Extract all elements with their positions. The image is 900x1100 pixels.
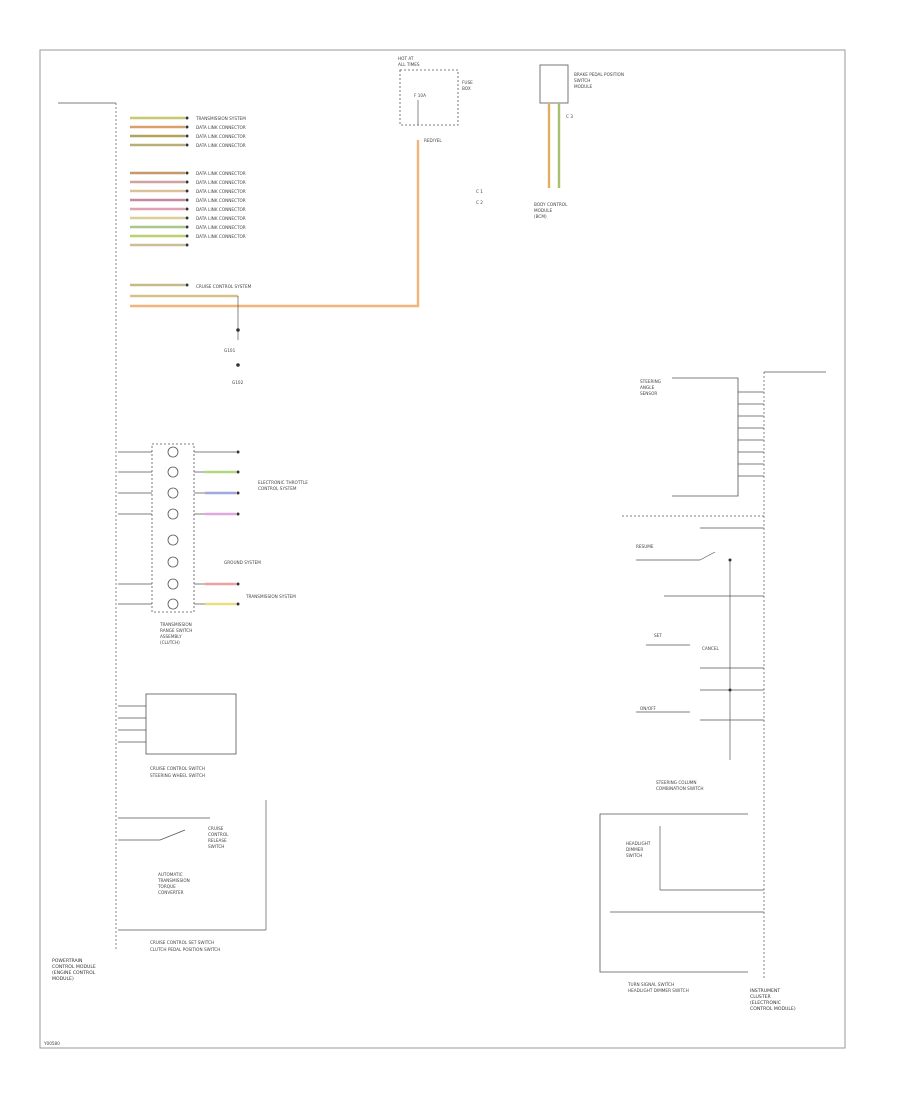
ts-label-1: TURN SIGNAL SWITCH [627, 982, 674, 987]
cr-label-2: CLUTCH PEDAL POSITION SWITCH [150, 947, 220, 952]
left-pin-wires [130, 116, 189, 247]
cruise-release: CRUISE CONTROL RELEASE SWITCH AUTOMATIC … [118, 800, 267, 952]
ts-label-2: HEADLIGHT DIMMER SWITCH [628, 988, 689, 993]
middle-switch: ELECTRONIC THROTTLE CONTROL SYSTEM GROUN… [118, 443, 308, 645]
fuse-title-1: HOT AT [398, 56, 414, 61]
combo-switch: RESUME SET CANCEL ON/OFF STEERING COLUMN… [622, 515, 764, 791]
fuse-side-2: BOX [462, 86, 471, 91]
ms-right-2: CONTROL SYSTEM [258, 486, 297, 491]
ms-title-1: TRANSMISSION [159, 622, 192, 627]
fuse-box: HOT AT ALL TIMES FUSE BOX F 10A RED/YEL … [398, 56, 483, 205]
ground-bottom: G102 [232, 380, 244, 385]
ms-title-2: RANGE SWITCH [160, 628, 192, 633]
sas-label-2: ANGLE [640, 385, 655, 390]
combo-item-4: ON/OFF [640, 706, 657, 711]
pin-label-9: DATA LINK CONNECTOR [196, 207, 246, 212]
right-module-label-2: CLUSTER [750, 994, 772, 1000]
ms-title-4: (CLUTCH) [160, 640, 180, 645]
fuse-label: F 10A [414, 93, 426, 98]
cr-label-1: CRUISE CONTROL SET SWITCH [150, 940, 214, 945]
ms-right-4: TRANSMISSION SYSTEM [245, 594, 296, 599]
pin-label-5: DATA LINK CONNECTOR [196, 171, 246, 176]
right-module-label-3: (ELECTRONIC [750, 1000, 781, 1006]
trm-bottom-1: BODY CONTROL [534, 202, 568, 207]
ground-label: G101 [224, 348, 236, 353]
pin-label-3: DATA LINK CONNECTOR [196, 134, 246, 139]
pin-label-8: DATA LINK CONNECTOR [196, 198, 246, 203]
cr-inner2-2: TRANSMISSION [157, 878, 190, 883]
left-module-label-1: POWERTRAIN [52, 958, 82, 964]
ms-title-3: ASSEMBLY [160, 634, 182, 639]
ms-right-3: GROUND SYSTEM [224, 560, 261, 565]
trm-title-1: BRAKE PEDAL POSITION [574, 72, 624, 77]
ts-inner-3: SWITCH [626, 853, 642, 858]
left-module-label-2: CONTROL MODULE [52, 964, 96, 970]
fuse-wire-note: RED/YEL [424, 138, 442, 143]
trm-bottom-3: (BCM) [534, 214, 547, 219]
cr-inner-3: RELEASE [208, 838, 227, 843]
left-module-label-3: (ENGINE CONTROL [52, 970, 96, 976]
trm-title-3: MODULE [574, 84, 593, 89]
cr-inner2-4: CONVERTER [158, 890, 184, 895]
cr-inner2-1: AUTOMATIC [158, 872, 183, 877]
cruise-switch: CRUISE CONTROL SWITCH STEERING WHEEL SWI… [118, 693, 237, 778]
fuse-side-1: FUSE [462, 80, 473, 85]
turn-switch: HEADLIGHT DIMMER SWITCH TURN SIGNAL SWIT… [599, 813, 764, 993]
cr-inner2-3: TORQUE [157, 884, 176, 889]
left-module: POWERTRAIN CONTROL MODULE (ENGINE CONTRO… [52, 102, 117, 982]
pin-label-11: DATA LINK CONNECTOR [196, 225, 246, 230]
right-module: INSTRUMENT CLUSTER (ELECTRONIC CONTROL M… [750, 371, 826, 1012]
pin-label-10: DATA LINK CONNECTOR [196, 216, 246, 221]
cr-inner-2: CONTROL [208, 832, 229, 837]
right-module-label-4: CONTROL MODULE) [750, 1006, 796, 1012]
pin-label-1: TRANSMISSION SYSTEM [195, 116, 246, 121]
pin-label-7: DATA LINK CONNECTOR [196, 189, 246, 194]
top-right-module: BRAKE PEDAL POSITION SWITCH MODULE C 3 B… [534, 64, 624, 219]
cruise-switch-label-2: STEERING WHEEL SWITCH [150, 773, 205, 778]
trm-pin: C 3 [566, 114, 573, 119]
pin-label-6: DATA LINK CONNECTOR [196, 180, 246, 185]
cruise-switch-label-1: CRUISE CONTROL SWITCH [150, 766, 205, 771]
right-module-label-1: INSTRUMENT [750, 988, 780, 994]
combo-item-1: RESUME [636, 544, 654, 549]
cr-inner-1: CRUISE [208, 826, 224, 831]
ts-inner-2: DIMMER [626, 847, 643, 852]
ms-right-1: ELECTRONIC THROTTLE [258, 480, 308, 485]
combo-label-2: COMBINATION SWITCH [656, 786, 704, 791]
combo-item-3: CANCEL [702, 646, 719, 651]
steering-sensor: STEERING ANGLE SENSOR [640, 377, 764, 497]
pin-label-4: DATA LINK CONNECTOR [196, 143, 246, 148]
left-module-label-4: MODULE) [52, 976, 74, 982]
combo-item-2: SET [654, 633, 662, 638]
ts-inner-1: HEADLIGHT [626, 841, 651, 846]
cr-inner-4: SWITCH [208, 844, 224, 849]
diagram-frame [39, 49, 846, 1049]
power-feed: CRUISE CONTROL SYSTEM G101 G102 [130, 140, 420, 385]
left-pin-labels: TRANSMISSION SYSTEM DATA LINK CONNECTOR … [195, 116, 246, 239]
fuse-title-2: ALL TIMES [398, 62, 420, 67]
pin-label-2: DATA LINK CONNECTOR [196, 125, 246, 130]
fuse-g2: C 2 [476, 200, 483, 205]
cruise-feed-label: CRUISE CONTROL SYSTEM [196, 284, 252, 289]
trm-bottom-2: MODULE [534, 208, 553, 213]
combo-label-1: STEERING COLUMN [656, 780, 697, 785]
pin-label-12: DATA LINK CONNECTOR [196, 234, 246, 239]
footer-code: Y00580 [43, 1041, 60, 1046]
fuse-g1: C 1 [476, 189, 483, 194]
trm-title-2: SWITCH [574, 78, 590, 83]
sas-label-1: STEERING [640, 379, 661, 384]
sas-label-3: SENSOR [640, 391, 657, 396]
